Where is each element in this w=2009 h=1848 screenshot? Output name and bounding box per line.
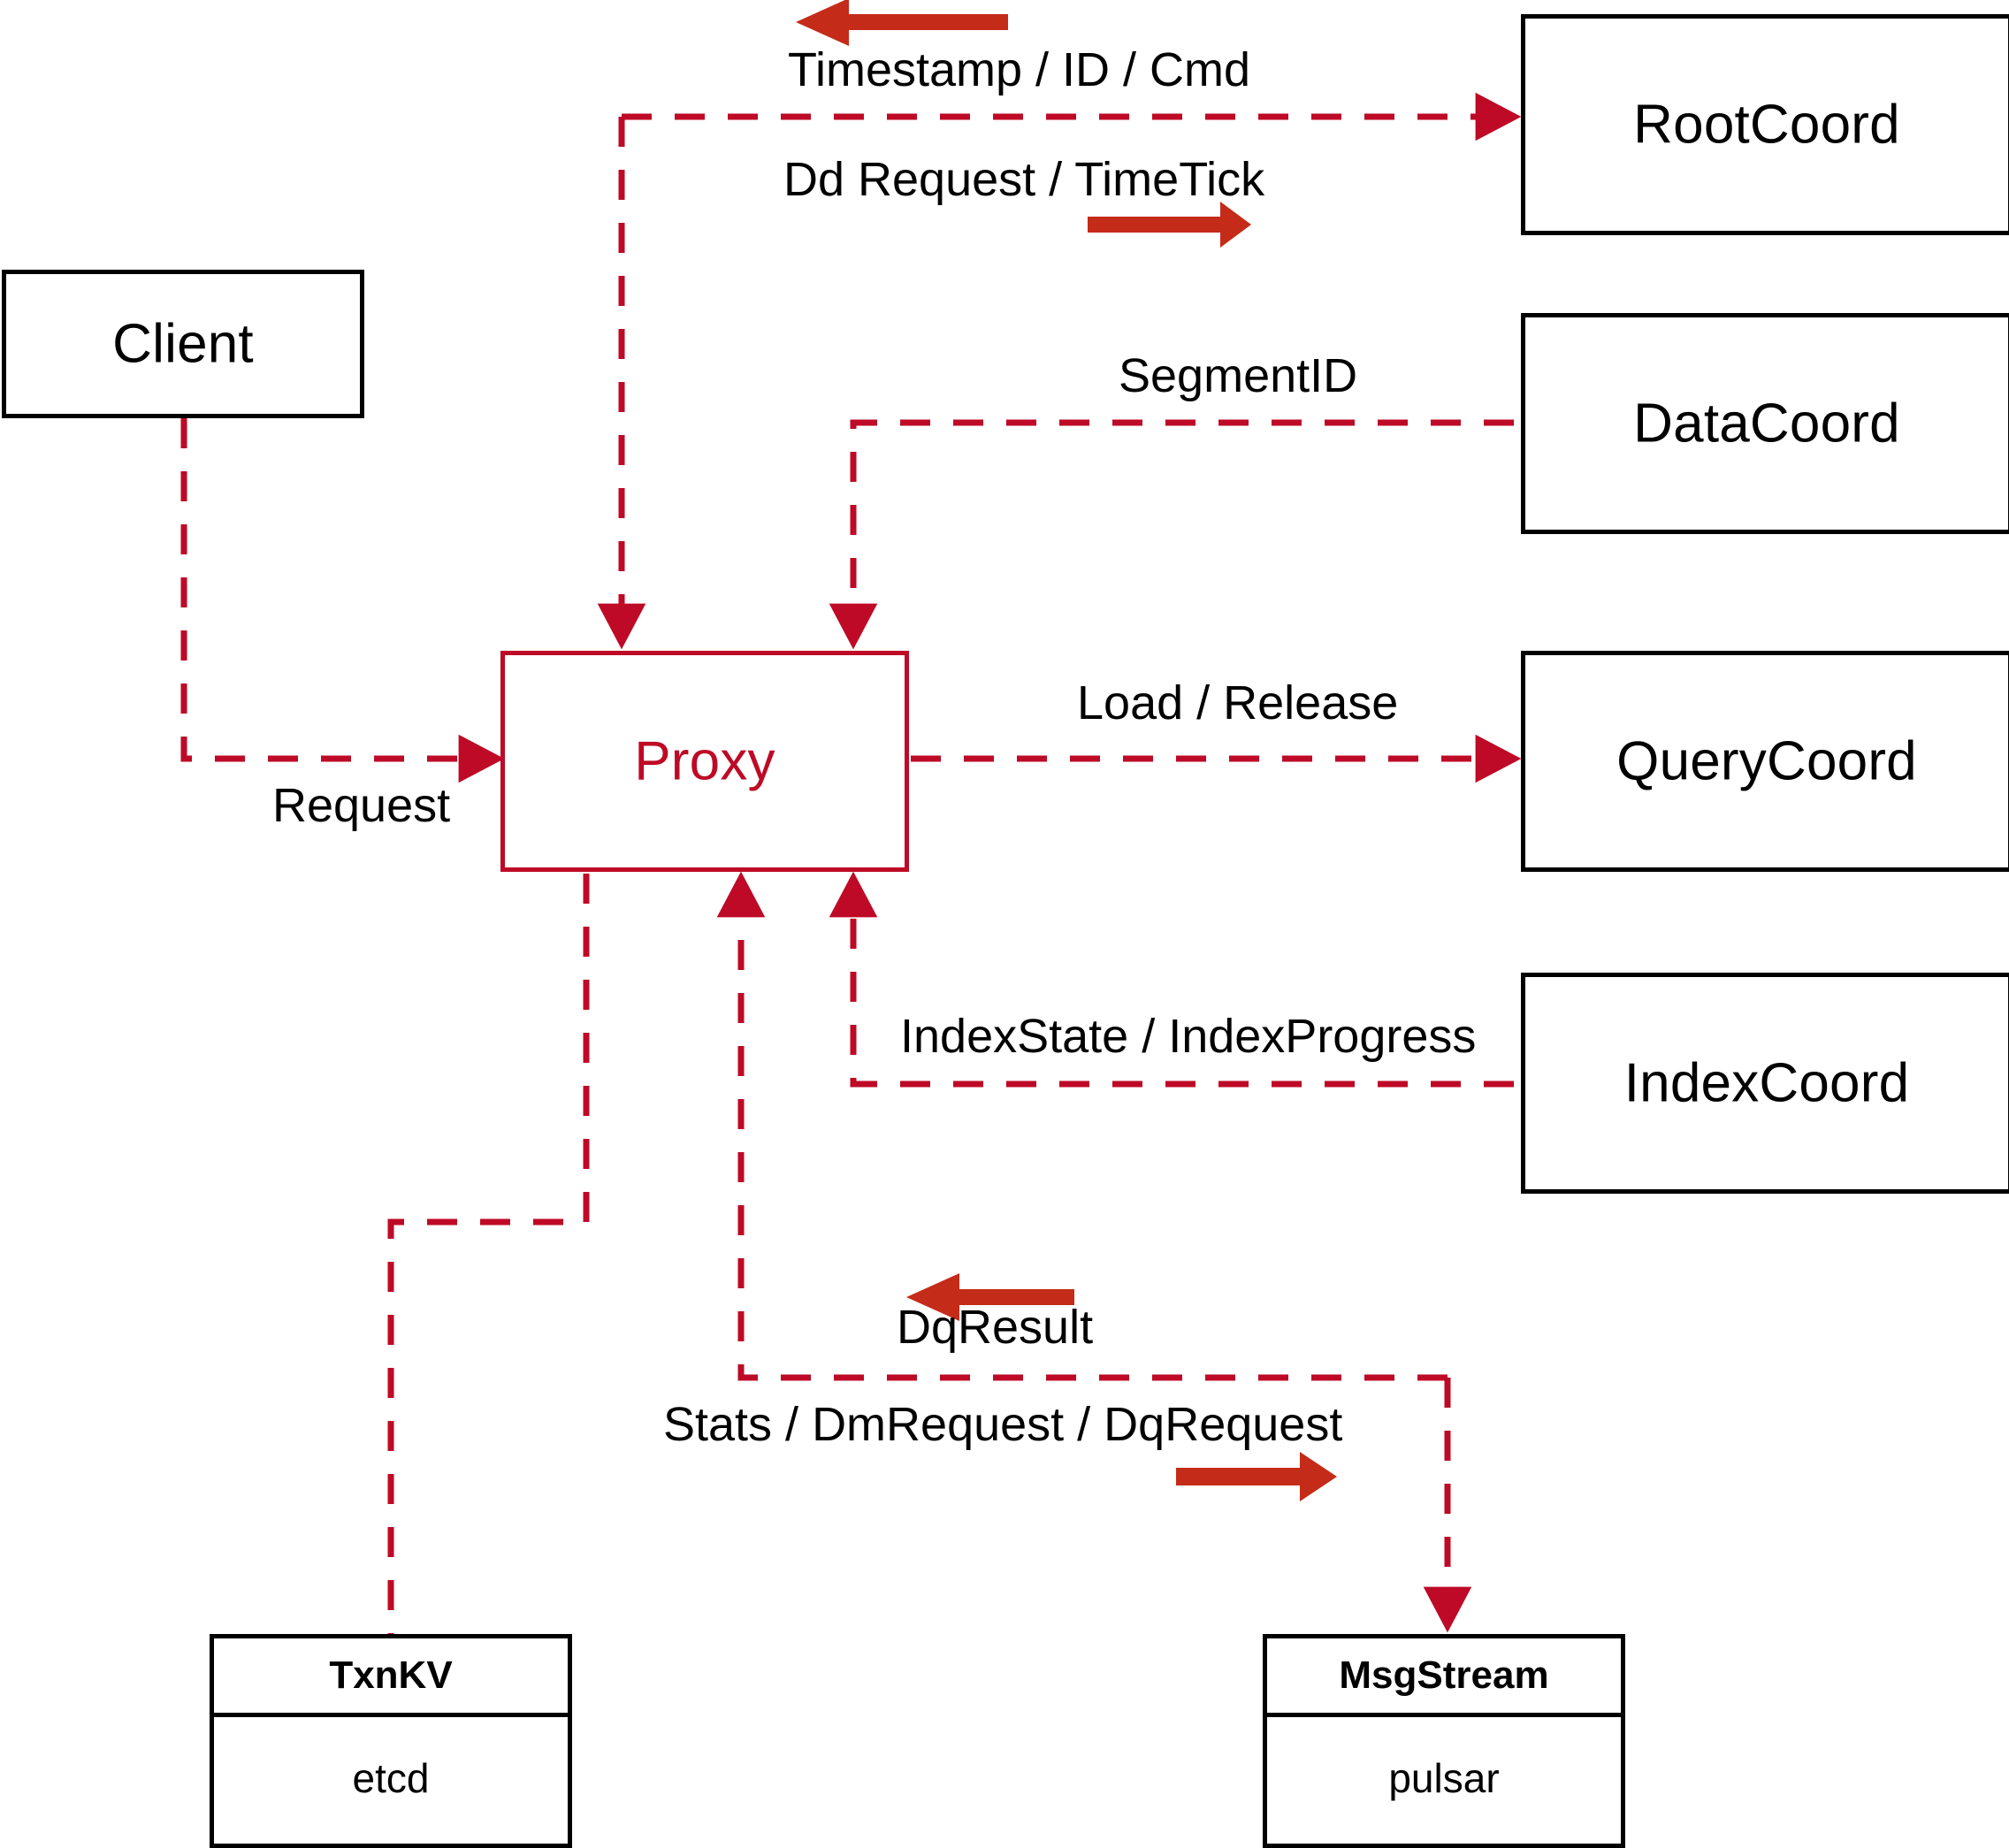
emphasis-arrow-right-bottom <box>1176 1452 1337 1501</box>
emphasis-arrow-left-mid <box>906 1273 1074 1321</box>
edge-label-stats-dm-dq: Stats / DmRequest / DqRequest <box>663 1398 1343 1451</box>
node-txn-kv[interactable]: TxnKV etcd <box>210 1634 572 1848</box>
node-txn-kv-body: etcd <box>352 1755 430 1801</box>
node-proxy[interactable]: Proxy <box>500 651 909 872</box>
node-root-coord-label: RootCoord <box>1633 94 1900 156</box>
wire-dq-result <box>716 871 1448 1381</box>
edge-label-dd-request-timetick: Dd Request / TimeTick <box>783 153 1265 206</box>
emphasis-arrows <box>796 0 1337 1501</box>
node-query-coord[interactable]: QueryCoord <box>1521 651 2009 872</box>
edge-label-request: Request <box>272 779 451 832</box>
emphasis-arrow-left-top <box>796 0 1008 46</box>
wire-segment-id <box>829 419 1514 650</box>
node-client-label: Client <box>112 313 254 375</box>
node-index-coord[interactable]: IndexCoord <box>1521 973 2009 1194</box>
node-msg-stream[interactable]: MsgStream pulsar <box>1263 1634 1625 1848</box>
node-query-coord-label: QueryCoord <box>1616 730 1917 792</box>
edge-label-segment-id: SegmentID <box>1119 349 1358 402</box>
node-msg-stream-body: pulsar <box>1388 1755 1500 1801</box>
node-msg-stream-header: MsgStream <box>1267 1638 1621 1717</box>
edge-label-dq-result: DqResult <box>897 1301 1094 1354</box>
node-client[interactable]: Client <box>2 270 364 418</box>
node-data-coord-label: DataCoord <box>1633 393 1900 454</box>
wire-index-state <box>829 871 1514 1088</box>
emphasis-arrow-right-top <box>1088 202 1251 248</box>
node-root-coord[interactable]: RootCoord <box>1521 14 2009 235</box>
node-data-coord[interactable]: DataCoord <box>1521 313 2009 534</box>
edge-label-load-release: Load / Release <box>1077 676 1399 729</box>
edge-label-timestamp-id-cmd: Timestamp / ID / Cmd <box>788 43 1251 96</box>
wire-txnkv-link <box>387 874 590 1634</box>
node-txn-kv-header: TxnKV <box>214 1638 568 1717</box>
node-index-coord-label: IndexCoord <box>1623 1052 1910 1114</box>
edge-label-index-state: IndexState / IndexProgress <box>900 1010 1477 1063</box>
wire-request <box>180 418 505 783</box>
node-proxy-label: Proxy <box>634 730 775 792</box>
